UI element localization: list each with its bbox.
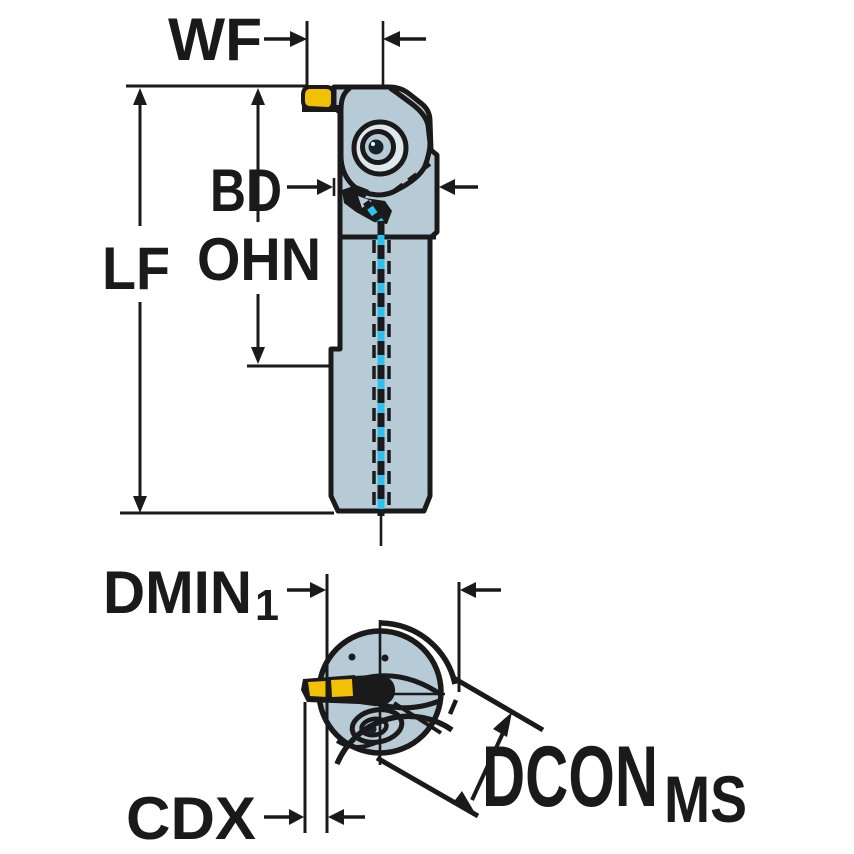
bd-arrowhead-left bbox=[317, 179, 333, 195]
insert-tip-left bbox=[308, 681, 327, 697]
dcon-arc-hidden-dash bbox=[447, 699, 459, 715]
end-view: DMIN 1 CDX DCON MS bbox=[103, 559, 747, 852]
detail-dot-left bbox=[348, 653, 356, 661]
clamp-end-view bbox=[347, 675, 396, 707]
label-dcon: DCON bbox=[482, 729, 658, 825]
dcon-dimension-line bbox=[470, 721, 510, 801]
insert-pocket-outline bbox=[338, 85, 433, 198]
wf-arrowhead-right bbox=[383, 31, 400, 47]
coolant-diagonal-dashes bbox=[363, 199, 384, 226]
label-dcon-subscript: MS bbox=[664, 762, 747, 836]
lf-arrowhead-top bbox=[133, 88, 147, 105]
screw-ellipse-outer bbox=[349, 707, 405, 745]
dmin-arrowhead-left bbox=[310, 582, 326, 598]
label-dmin: DMIN bbox=[103, 559, 252, 626]
label-lf: LF bbox=[102, 235, 170, 302]
ohn-arrowhead-bottom bbox=[251, 347, 265, 364]
label-dmin-subscript: 1 bbox=[255, 581, 279, 630]
wf-arrowhead-left bbox=[290, 31, 307, 47]
insert-side-view bbox=[301, 85, 335, 112]
dcon-arrowhead-upper bbox=[493, 712, 512, 737]
ohn-arrowhead-top bbox=[251, 88, 265, 105]
dcon-arrowhead-lower bbox=[452, 791, 475, 813]
label-ohn: OHN bbox=[197, 226, 321, 293]
label-bd: BD bbox=[210, 157, 282, 224]
hidden-seat-line bbox=[388, 162, 432, 196]
dcon-arc-top bbox=[380, 620, 458, 685]
dmin-arrowhead-right bbox=[460, 582, 476, 598]
cdx-arrowhead-left bbox=[289, 809, 304, 825]
side-view: WF BD OHN LF bbox=[102, 6, 478, 546]
bd-arrowhead-right bbox=[439, 179, 455, 195]
dcon-arc-bottom bbox=[334, 713, 454, 766]
screw-center bbox=[368, 139, 384, 155]
dcon-tangent-upper bbox=[450, 674, 545, 733]
insert-edge-notch bbox=[358, 196, 372, 208]
screw-highlight bbox=[371, 142, 375, 146]
label-cdx: CDX bbox=[126, 785, 256, 852]
detail-dot-right bbox=[381, 654, 389, 662]
cdx-arrowhead-right bbox=[328, 809, 344, 825]
lf-arrowhead-bottom bbox=[133, 496, 147, 513]
label-wf: WF bbox=[168, 6, 262, 73]
insert-tip-right bbox=[331, 679, 353, 697]
